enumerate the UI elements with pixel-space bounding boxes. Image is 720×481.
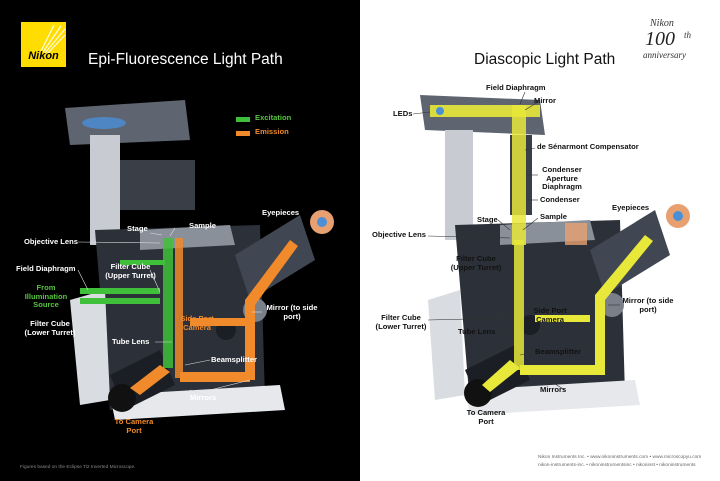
diascopic-panel: Diascopic Light Path Nikon 100 th annive…: [360, 0, 720, 481]
dia-label-stage: Stage: [477, 215, 498, 224]
epi-fluorescence-panel: Nikon Epi-Fluorescence Light Path Excita…: [0, 0, 360, 481]
anniversary-suffix: th: [684, 30, 692, 40]
dia-label-to-camera-port: To Camera Port: [466, 408, 506, 426]
emission-swatch: [236, 131, 250, 136]
epi-leader-lines: [77, 227, 262, 398]
dia-label-sample: Sample: [540, 212, 568, 221]
logo-wordmark: Nikon: [28, 50, 59, 62]
legend-emission: Emission: [255, 127, 289, 136]
epi-label-eyepieces: Eyepieces: [262, 208, 300, 217]
dia-label-filter-cube-lower: Filter Cube (Lower Turret): [375, 313, 427, 331]
epi-label-to-camera-port: To Camera Port: [114, 417, 154, 435]
epi-label-sample: Sample: [189, 221, 217, 230]
dia-label-tube-lens: Tube Lens: [458, 327, 496, 336]
dia-label-objective-lens: Objective Lens: [372, 230, 427, 239]
epi-label-tube-lens: Tube Lens: [112, 337, 150, 346]
nikon-logo: Nikon: [21, 22, 66, 67]
epi-label-objective-lens: Objective Lens: [24, 237, 79, 246]
dia-label-condenser-aperture: Condenser Aperture Diaphragm: [542, 165, 582, 191]
dia-label-mirror: Mirror: [534, 96, 556, 105]
anniversary-number: 100: [645, 28, 675, 50]
epi-microscope-illustration: Figures based on the Eclipse Ti2 Inverte…: [20, 100, 334, 470]
epi-footnote: Figures based on the Eclipse Ti2 Inverte…: [20, 464, 135, 470]
dia-label-condenser: Condenser: [540, 195, 580, 204]
anniversary-word: anniversary: [643, 50, 686, 60]
dia-label-leds: LEDs: [393, 109, 413, 118]
legend-excitation: Excitation: [255, 113, 292, 122]
diascopic-path: [430, 105, 653, 392]
dia-label-mirror-side-port: Mirror (to side port): [622, 296, 674, 314]
epi-label-mirror-side-port: Mirror (to side port): [266, 303, 318, 321]
diascopic-microscope-illustration: [412, 91, 690, 415]
epi-label-filter-cube-upper: Filter Cube (Upper Turret): [105, 262, 156, 280]
dia-label-beamsplitter: Beamsplitter: [535, 347, 582, 356]
epi-label-mirrors: Mirrors: [190, 393, 217, 402]
footer-line-1: Nikon Instruments Inc. • www.nikoninstru…: [538, 455, 702, 460]
dia-label-eyepieces: Eyepieces: [612, 203, 650, 212]
epi-label-field-diaphragm: Field Diaphragm: [16, 264, 76, 273]
epi-title: Epi-Fluorescence Light Path: [88, 51, 283, 68]
emission-path: [130, 238, 298, 395]
footer-line-2: nikon-instruments-inc. • nikoninstrument…: [538, 463, 696, 468]
epi-label-illumination-source: From Illumination Source: [24, 283, 68, 309]
excitation-path: [80, 238, 173, 368]
dia-label-de-senarmont: de Sénarmont Compensator: [537, 142, 639, 151]
epi-label-beamsplitter: Beamsplitter: [211, 355, 258, 364]
logo-rays: [40, 24, 66, 55]
epi-label-side-port-camera: Side Port Camera: [180, 314, 214, 332]
dia-label-side-port-camera: Side Port Camera: [533, 306, 567, 324]
excitation-swatch: [236, 117, 250, 122]
anniversary-brand: Nikon: [650, 18, 674, 29]
dia-leader-lines: [412, 91, 620, 391]
dia-label-mirrors: Mirrors: [540, 385, 567, 394]
epi-label-stage: Stage: [127, 224, 148, 233]
epi-label-filter-cube-lower: Filter Cube (Lower Turret): [24, 319, 76, 337]
dia-label-filter-cube-upper: Filter Cube (Upper Turret): [450, 254, 502, 272]
diascopic-title: Diascopic Light Path: [474, 51, 616, 68]
microscope-body: [65, 100, 334, 420]
dia-label-field-diaphragm: Field Diaphragm: [486, 83, 546, 92]
